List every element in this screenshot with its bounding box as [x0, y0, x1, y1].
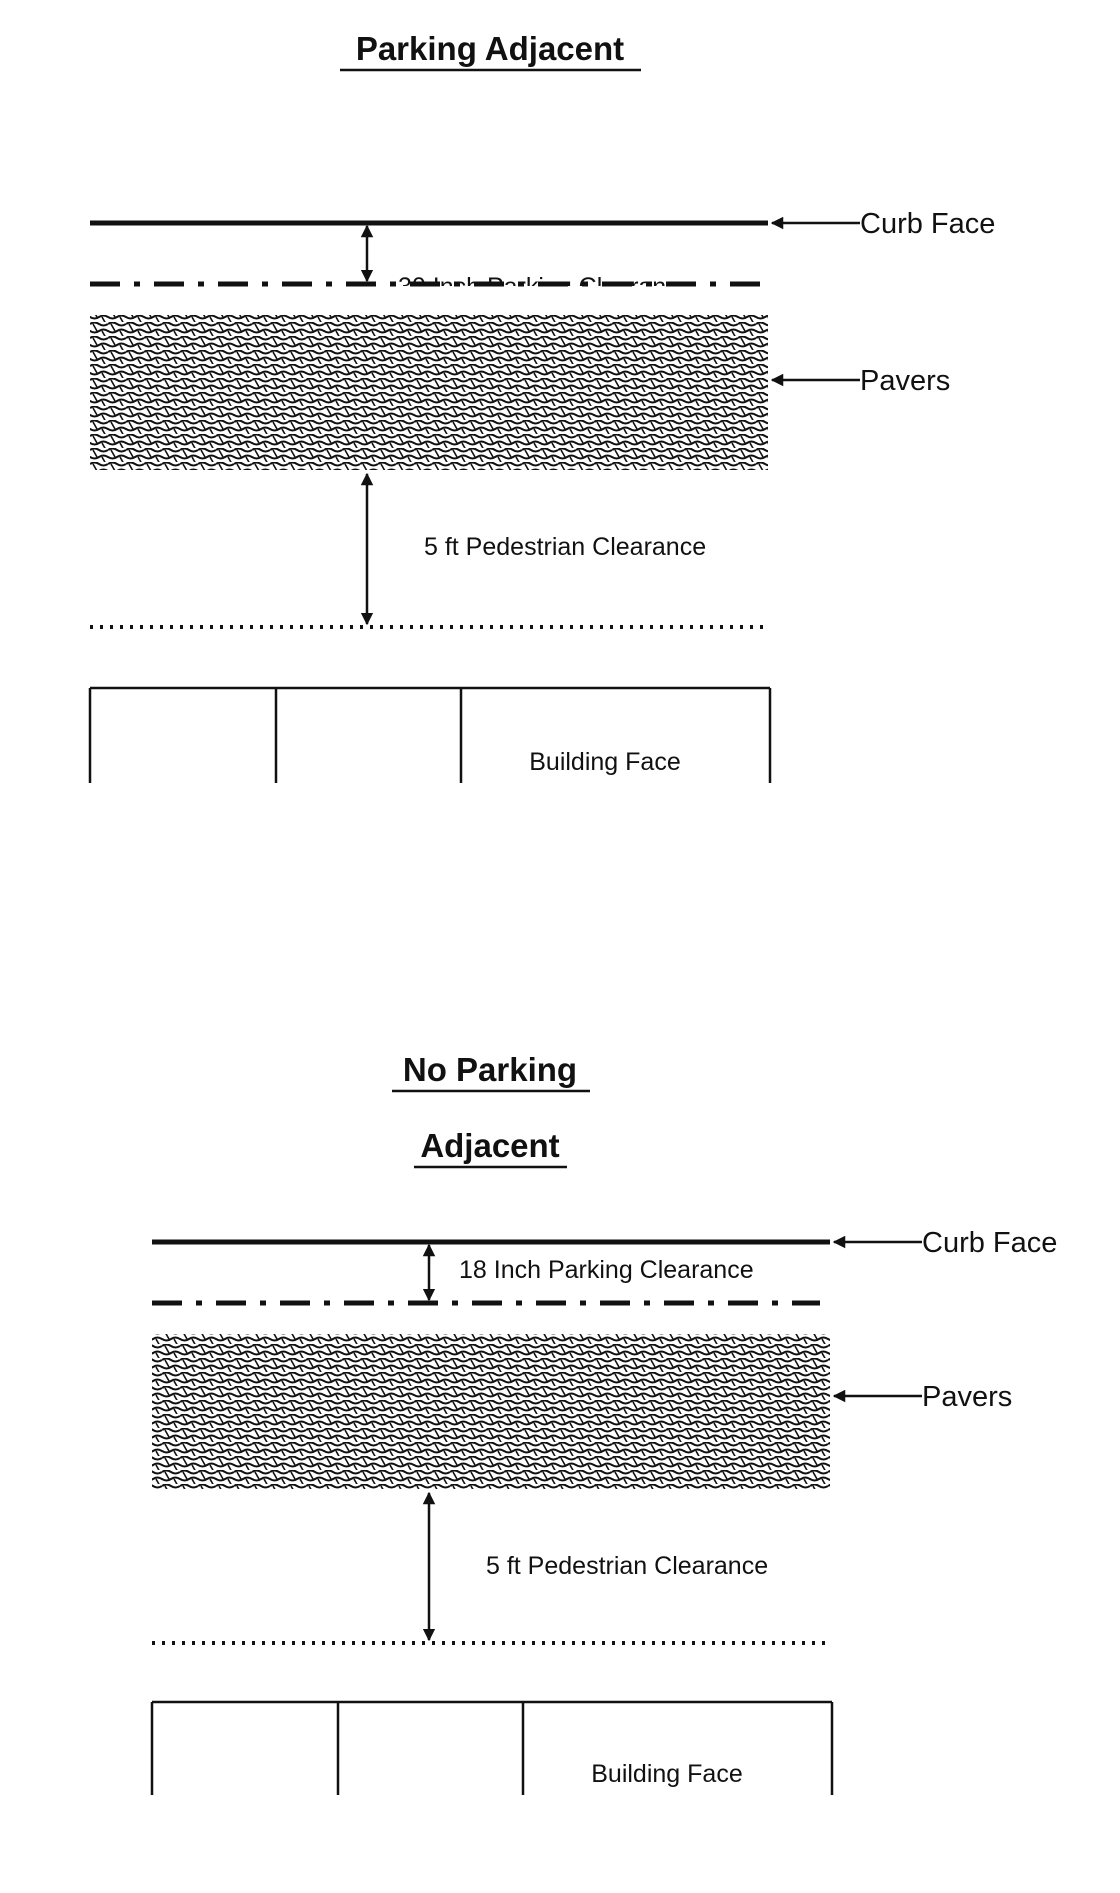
diagram1-pavers: [90, 315, 768, 470]
diagram2-pedestrian-label: 5 ft Pedestrian Clearance: [486, 1552, 768, 1580]
diagram2-building-label: Building Face: [591, 1760, 742, 1788]
diagram2-building: [150, 1700, 834, 1795]
diagram1-pedestrian-label: 5 ft Pedestrian Clearance: [424, 533, 706, 561]
diagram-no-parking-adjacent: No Parking Adjacent Curb Face 18 Inch Pa…: [150, 1051, 1057, 1795]
diagram-parking-adjacent: Parking Adjacent Curb Face 30 Inch Parki…: [88, 30, 995, 783]
diagram1-curb-label: Curb Face: [860, 208, 995, 240]
diagram2-clearance-label: 18 Inch Parking Clearance: [459, 1256, 754, 1284]
diagram2-pavers: [152, 1334, 830, 1489]
diagram2-pedestrian-text-group: 5 ft Pedestrian Clearance: [486, 1552, 768, 1580]
diagram1-clearance-text-group: 30 Inch Parking Clearance: [398, 273, 693, 301]
diagram1-pedestrian-text-group: 5 ft Pedestrian Clearance: [424, 533, 706, 561]
diagram1-clearance-label: 30 Inch Parking Clearance: [398, 273, 693, 301]
diagram2-title-line2: Adjacent: [420, 1127, 559, 1164]
diagram1-building-label: Building Face: [529, 748, 680, 776]
diagram2-pavers-label: Pavers: [922, 1381, 1012, 1413]
diagram2-curb-label: Curb Face: [922, 1227, 1057, 1259]
diagram1-pavers-label: Pavers: [860, 365, 950, 397]
diagram1-title: Parking Adjacent: [356, 30, 624, 67]
diagram1-building: [88, 686, 772, 783]
diagram2-title-line1: No Parking: [403, 1051, 577, 1088]
